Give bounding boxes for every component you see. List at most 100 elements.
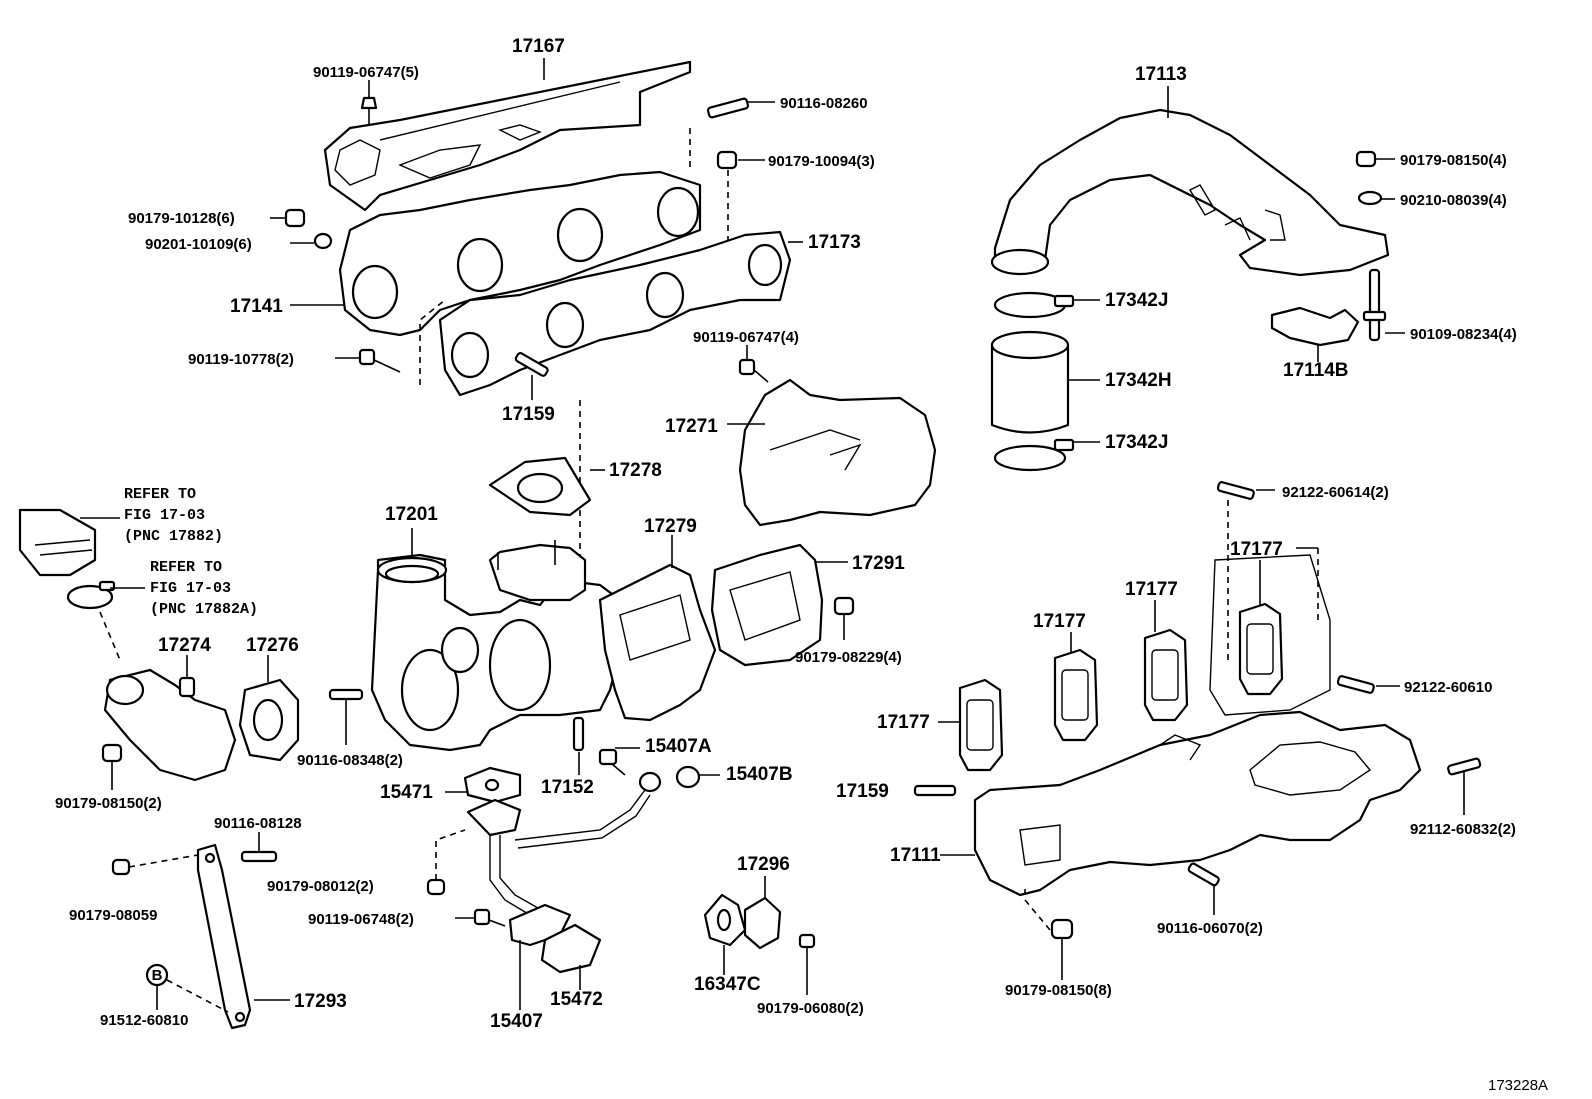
stud-icon (1447, 757, 1482, 776)
label-90119-10778-2: 90119-10778(2) (188, 351, 294, 368)
label-17113: 17113 (1135, 64, 1187, 85)
label-92112-60832-2: 92112-60832(2) (1410, 821, 1516, 838)
label-17342H: 17342H (1105, 370, 1172, 391)
label-90201-10109-6: 90201-10109(6) (145, 236, 252, 253)
bolt-icon (360, 96, 378, 125)
stud-icon (1216, 481, 1255, 500)
turbo-stay-bracket (196, 843, 252, 1030)
label-17278: 17278 (609, 460, 662, 481)
air-hose-end (18, 508, 97, 577)
label-17114B: 17114B (1283, 360, 1349, 381)
nut-icon (798, 933, 816, 949)
intake-pipe-gasket (1270, 306, 1360, 347)
label-90179-10128-6: 90179-10128(6) (128, 210, 235, 227)
label-17167: 17167 (512, 36, 565, 57)
manifold-gasket-b (1053, 648, 1099, 742)
refer-note-2-line3: (PNC 17882A) (150, 601, 258, 618)
stud-icon (328, 688, 364, 701)
clip-icon: B (145, 963, 169, 987)
hose-clamp (993, 438, 1075, 472)
nut-icon (1355, 150, 1377, 168)
label-92122-60610: 92122-60610 (1404, 679, 1492, 696)
label-15407: 15407 (490, 1011, 543, 1032)
label-17141: 17141 (230, 296, 283, 317)
bolt-icon (473, 908, 506, 927)
washer-icon (1357, 190, 1383, 206)
label-90116-08260: 90116-08260 (780, 95, 868, 112)
nut-icon (111, 858, 131, 876)
refer-note-1-line1: REFER TO (124, 486, 196, 503)
label-17291: 17291 (852, 553, 905, 574)
stud-icon (240, 850, 278, 863)
air-hose (990, 330, 1070, 434)
manifold-gasket (438, 230, 792, 397)
hose-clamp (66, 580, 116, 610)
label-90116-08128: 90116-08128 (214, 815, 302, 832)
washer-icon (313, 232, 333, 250)
label-17276: 17276 (246, 635, 299, 656)
nut-icon (426, 878, 446, 896)
turbo-inlet-gasket (488, 456, 592, 517)
label-90179-10094-3: 90179-10094(3) (768, 153, 875, 170)
gasket-pair (703, 893, 782, 950)
turbo-heat-insulator (738, 378, 937, 527)
label-90119-06748-2: 90119-06748(2) (308, 911, 414, 928)
label-90179-06080-2: 90179-06080(2) (757, 1000, 864, 1017)
turbo-outlet-elbow (598, 563, 717, 722)
label-90179-08150-2: 90179-08150(2) (55, 795, 162, 812)
turbocharger (370, 540, 622, 752)
label-90179-08150-8: 90179-08150(8) (1005, 982, 1112, 999)
clip-letter: B (152, 967, 163, 984)
label-15472: 15472 (550, 989, 603, 1010)
label-17177-b: 17177 (1033, 611, 1086, 632)
label-15471: 15471 (380, 782, 433, 803)
label-90109-08234-4: 90109-08234(4) (1410, 326, 1517, 343)
intake-elbow (103, 668, 237, 782)
label-90116-08348-2: 90116-08348(2) (297, 752, 403, 769)
label-90119-06747-4: 90119-06747(4) (693, 329, 799, 346)
exhaust-pipe-flange (710, 543, 824, 667)
union-bolt-icon (598, 748, 626, 776)
manifold-gasket-a (958, 678, 1004, 772)
bolt-icon (358, 348, 401, 373)
manifold-gasket-c (1143, 628, 1189, 722)
stud-icon (1362, 268, 1387, 342)
label-90179-08059: 90179-08059 (69, 907, 157, 924)
refer-note-2-line2: FIG 17-03 (150, 580, 231, 597)
hose-clamp (993, 291, 1075, 319)
intake-pipe (990, 108, 1390, 277)
label-90119-06747-5: 90119-06747(5) (313, 64, 419, 81)
label-17152: 17152 (541, 777, 594, 798)
gasket-icon (675, 765, 701, 789)
label-17274: 17274 (158, 635, 211, 656)
label-92122-60614-2: 92122-60614(2) (1282, 484, 1389, 501)
label-17159-bottom: 17159 (836, 781, 889, 802)
label-90179-08229-4: 90179-08229(4) (795, 649, 902, 666)
label-17342J-top: 17342J (1105, 290, 1168, 311)
manifold-gasket-d (1238, 602, 1284, 696)
label-17293: 17293 (294, 991, 347, 1012)
nut-icon (1050, 918, 1074, 940)
label-15407A: 15407A (645, 736, 712, 757)
exhaust-manifold (338, 170, 702, 337)
nut-icon (101, 743, 123, 763)
label-90179-08012-2: 90179-08012(2) (267, 878, 374, 895)
stud-icon (706, 97, 750, 119)
refer-note-1-line2: FIG 17-03 (124, 507, 205, 524)
label-15407B: 15407B (726, 764, 793, 785)
label-17271: 17271 (665, 416, 718, 437)
label-17296: 17296 (737, 854, 790, 875)
nut-icon (833, 596, 855, 616)
stud-icon (514, 352, 549, 377)
oil-outlet-gasket (540, 923, 602, 974)
refer-note-2-line1: REFER TO (150, 559, 222, 576)
label-90179-08150-4: 90179-08150(4) (1400, 152, 1507, 169)
oil-pipe-gasket (463, 766, 522, 804)
label-90116-06070-2: 90116-06070(2) (1157, 920, 1263, 937)
refer-note-1-line3: (PNC 17882) (124, 528, 223, 545)
stud-icon (913, 784, 957, 797)
stud-icon (572, 716, 585, 752)
elbow-gasket (238, 678, 300, 762)
bolt-icon (738, 358, 769, 383)
